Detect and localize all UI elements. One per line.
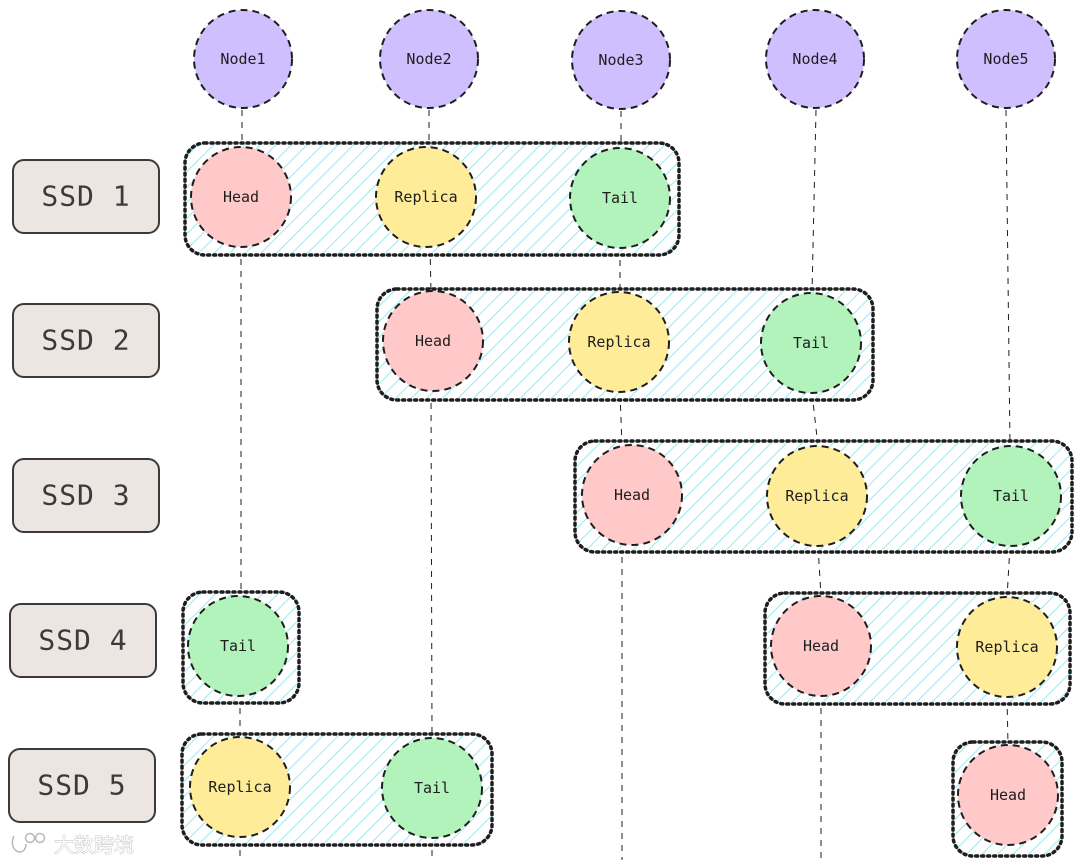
- node-circle: [193, 9, 293, 109]
- role-circle-replica: [568, 291, 670, 393]
- role-circle-head: [382, 290, 484, 392]
- role-circle-replica: [766, 445, 868, 547]
- role-label: Replica: [975, 638, 1038, 656]
- lifeline-node4: [811, 109, 817, 294]
- node-label: Node4: [792, 50, 837, 68]
- role-label: Head: [803, 637, 839, 655]
- ssd-box: [12, 159, 160, 234]
- lifeline-node2: [430, 390, 433, 739]
- role-circle-tail: [569, 147, 671, 249]
- role-label: Tail: [602, 189, 638, 207]
- role-circle-replica: [189, 736, 291, 838]
- lifeline-node4: [811, 392, 819, 447]
- ssd-label: SSD 4: [38, 624, 127, 657]
- role-label: Head: [223, 188, 259, 206]
- node-label: Node3: [598, 51, 643, 69]
- role-label: Head: [415, 332, 451, 350]
- role-circle-head: [190, 146, 292, 248]
- ssd-label: SSD 3: [41, 479, 130, 512]
- node-circle: [571, 10, 671, 110]
- watermark: 大数跨境: [11, 832, 134, 857]
- role-label: Tail: [793, 334, 829, 352]
- role-circles: Head Replica Tail Head Replica Tail Head…: [187, 146, 1062, 846]
- role-label: Tail: [993, 487, 1029, 505]
- role-circle-tail: [960, 445, 1062, 547]
- node-lifelines: [239, 109, 1011, 860]
- node-circle: [379, 9, 479, 109]
- role-circle-tail: [187, 595, 289, 697]
- lifeline-node3: [619, 392, 623, 446]
- lifeline-node4: [817, 545, 822, 597]
- role-circle-head: [581, 444, 683, 546]
- lifeline-node5: [1005, 109, 1011, 447]
- node-circle: [765, 9, 865, 109]
- node-label: Node2: [406, 50, 451, 68]
- role-label: Head: [614, 486, 650, 504]
- role-label: Replica: [208, 778, 271, 796]
- node-label: Node5: [983, 50, 1028, 68]
- role-circle-replica: [375, 146, 477, 248]
- watermark-logo-icon: [11, 832, 46, 853]
- lifeline-node5: [1006, 545, 1011, 599]
- ssd-label: SSD 5: [37, 769, 126, 802]
- role-circle-tail: [760, 292, 862, 394]
- role-circle-replica: [956, 596, 1058, 698]
- role-circle-head: [770, 595, 872, 697]
- role-label: Tail: [414, 779, 450, 797]
- ssd-labels: SSD 1 SSD 2 SSD 3 SSD 4 SSD 5: [8, 159, 160, 823]
- role-circle-tail: [381, 737, 483, 839]
- ssd-box: [8, 748, 156, 823]
- ssd-label: SSD 1: [41, 180, 130, 213]
- role-circle-head: [957, 744, 1059, 846]
- node-headers: Node1 Node2 Node3 Node4 Node5: [193, 9, 1056, 110]
- role-label: Replica: [785, 487, 848, 505]
- role-label: Replica: [587, 333, 650, 351]
- role-label: Replica: [394, 188, 457, 206]
- role-label: Head: [990, 786, 1026, 804]
- node-circle: [956, 9, 1056, 109]
- ssd-box: [12, 458, 160, 533]
- ssd-box: [9, 603, 157, 678]
- ssd-label: SSD 2: [41, 324, 130, 357]
- lifeline-node5: [1006, 696, 1009, 746]
- role-label: Tail: [220, 637, 256, 655]
- ssd-box: [12, 303, 160, 378]
- node-label: Node1: [220, 50, 265, 68]
- lifeline-node2: [429, 246, 432, 293]
- watermark-text: 大数跨境: [54, 833, 134, 857]
